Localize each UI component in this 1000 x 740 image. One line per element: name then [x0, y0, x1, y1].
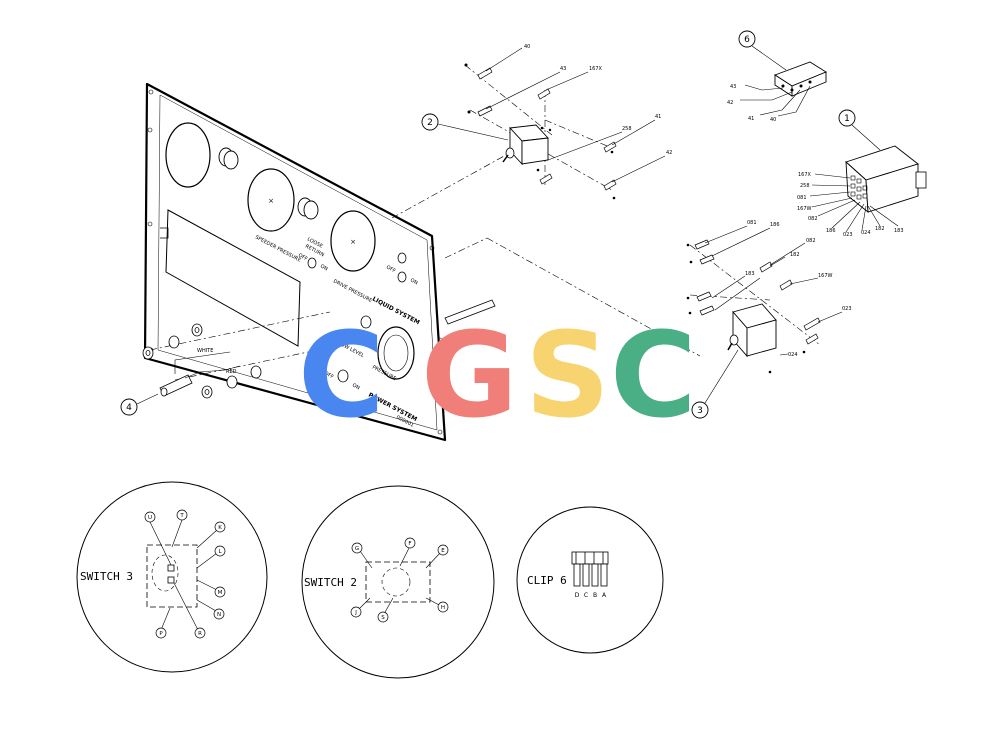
s2-terminal-f: F — [408, 541, 411, 547]
switch-3-title: SWITCH 3 — [80, 570, 133, 583]
balloon-2 — [421, 113, 439, 131]
gauge-3 — [377, 326, 415, 380]
control-panel: × × SPEEDER PRESSURE LOOSE RETURN DRIVE … — [143, 82, 496, 442]
clip6-wire-42: 42 — [727, 100, 733, 106]
clip-6-detail-circle — [516, 506, 664, 654]
balloon-2-label: 2 — [427, 118, 433, 128]
switch-on-label-2: ON — [409, 277, 419, 286]
switch-2-detail: SWITCH 2 G F E H S J — [301, 485, 495, 679]
conn1-label-258: 258 — [800, 183, 810, 189]
s3-terminal-p: P — [159, 631, 163, 637]
s3-terminal-k: K — [218, 525, 222, 531]
s2-hw-label-42: 42 — [666, 150, 672, 156]
balloon-6 — [738, 30, 756, 48]
switch-off-label-2: OFF — [385, 264, 396, 274]
wire-label-red: RED — [226, 369, 237, 375]
watermark-letter-3: S — [525, 306, 610, 444]
s3-hw-label-182: 182 — [790, 252, 800, 258]
balloon-6-label: 6 — [744, 35, 750, 45]
balloon-4-label: 4 — [126, 403, 132, 413]
conn1-label-023: 023 — [843, 232, 853, 238]
s3-terminal-m: M — [218, 590, 223, 596]
switch-2-assembly: 40 43 167X 41 258 42 2 — [421, 44, 672, 200]
watermark-letter-1: C — [298, 306, 385, 444]
conn1-label-182: 182 — [875, 226, 885, 232]
switch-on-label-1: ON — [319, 263, 329, 272]
gauge-1 — [247, 168, 295, 232]
switch-off-label-3: OFF — [323, 370, 334, 380]
panel-outline — [143, 82, 447, 442]
clip6-wire-41: 41 — [748, 116, 754, 122]
clip-6-title: CLIP 6 — [527, 574, 567, 587]
s3-hw-label-183: 183 — [745, 271, 755, 277]
conn1-label-024: 024 — [861, 230, 871, 236]
s2-hw-label-167x: 167X — [589, 66, 603, 72]
conn1-label-167x: 167X — [798, 172, 812, 178]
s2-terminal-e: E — [441, 548, 445, 554]
s3-hw-label-023: 023 — [842, 306, 852, 312]
clip6-pin-d: D — [575, 592, 580, 599]
s2-terminal-g: G — [355, 546, 359, 552]
svg-text:×: × — [350, 238, 356, 246]
s2-hw-label-258: 258 — [622, 126, 632, 132]
switch-3-assembly: 081 186 082 182 183 167W 023 024 3 — [686, 220, 852, 419]
balloon-3 — [691, 401, 709, 419]
wire-label-white: WHITE — [197, 348, 213, 354]
connector-1-assembly: 1 167X 258 081 167W 082 186 023 024 182 … — [797, 109, 927, 238]
s2-terminal-h: H — [441, 605, 445, 611]
knob-2 — [297, 197, 319, 220]
s2-hw-label-40: 40 — [524, 44, 530, 50]
switch-3-detail: SWITCH 3 U T K L M N R P — [76, 481, 268, 673]
panel-cutout — [165, 209, 301, 347]
conn1-label-167w: 167W — [797, 206, 812, 212]
knob-1 — [218, 147, 239, 170]
s3-hw-label-167w: 167W — [818, 273, 833, 279]
s3-terminal-l: L — [218, 549, 222, 555]
conn1-label-183: 183 — [894, 228, 904, 234]
conn1-label-186: 186 — [826, 228, 836, 234]
switch-off-label-1: OFF — [297, 252, 308, 262]
gauge-2 — [330, 210, 376, 272]
svg-text:×: × — [268, 197, 274, 205]
switch-2-detail-circle — [301, 485, 495, 679]
s2-terminal-s: S — [381, 615, 385, 621]
switch-on-label-3: ON — [351, 382, 361, 391]
clip6-pin-a: A — [602, 592, 607, 599]
s2-hw-label-43: 43 — [560, 66, 566, 72]
clip6-pin-c: C — [584, 592, 588, 599]
switch-2-title: SWITCH 2 — [304, 576, 357, 589]
s3-hw-label-081: 081 — [747, 220, 757, 226]
conn1-label-081: 081 — [797, 195, 807, 201]
clip-6-assembly: 43 42 41 40 6 — [727, 30, 827, 123]
watermark-letter-2: G — [421, 306, 518, 444]
conn1-label-082: 082 — [808, 216, 818, 222]
s3-terminal-t: T — [179, 513, 184, 519]
clip-6-detail: CLIP 6 D C B A — [516, 506, 664, 654]
watermark-logo: C G S C — [298, 306, 697, 444]
watermark-letter-4: C — [610, 306, 697, 444]
s2-hw-label-41: 41 — [655, 114, 661, 120]
item-4-hardware: WHITE RED 4 — [120, 323, 262, 416]
s3-hw-label-024: 024 — [788, 352, 798, 358]
balloon-1 — [838, 109, 856, 127]
balloon-3-label: 3 — [697, 406, 703, 416]
s3-hw-label-186: 186 — [770, 222, 780, 228]
s3-terminal-r: R — [198, 631, 202, 637]
s3-terminal-n: N — [217, 612, 221, 618]
balloon-1-label: 1 — [844, 114, 850, 124]
s3-hw-label-082: 082 — [806, 238, 816, 244]
clip6-wire-40: 40 — [770, 117, 776, 123]
s2-terminal-j: J — [354, 610, 357, 616]
s3-terminal-u: U — [148, 515, 152, 521]
clip6-wire-43: 43 — [730, 84, 736, 90]
clip6-pin-b: B — [593, 592, 597, 599]
gauge-hole-1 — [165, 122, 211, 188]
balloon-4 — [120, 398, 138, 416]
